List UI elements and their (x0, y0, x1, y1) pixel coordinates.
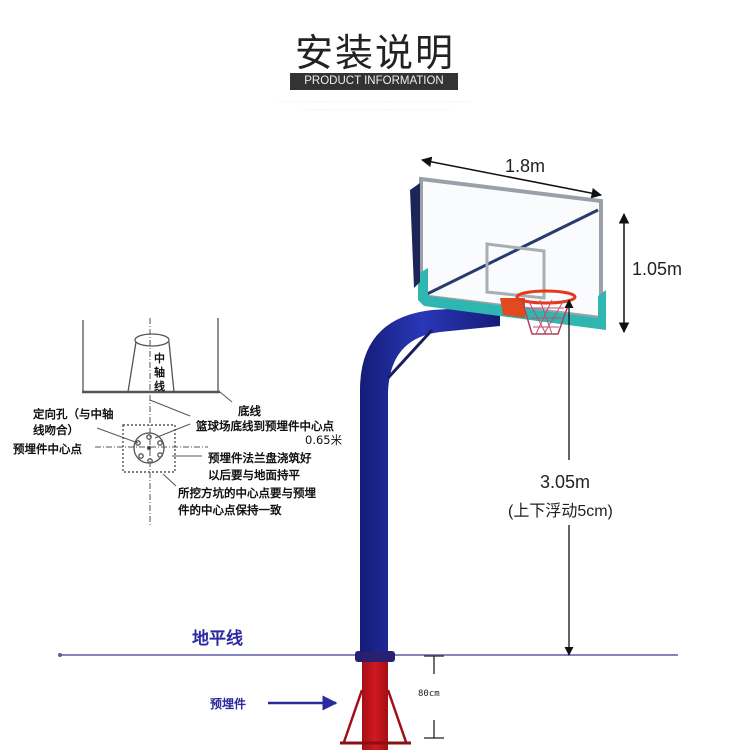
flange-note-line-2: 以后要与地面持平 (208, 468, 300, 482)
baseline-note: 底线 (238, 404, 261, 418)
rim-height-label: 3.05m (540, 472, 591, 492)
pit-note-line-1: 所挖方坑的中心点要与预埋 (178, 486, 316, 500)
fine-print-line-1: · · · · · · · · · · · · · · · · · · · · … (277, 99, 473, 105)
rim-and-net (500, 289, 577, 335)
embed-depth-label: 80cm (418, 689, 440, 699)
pole (360, 306, 500, 652)
backboard-width-label: 1.8m (505, 156, 546, 176)
fine-print-line-2: · · · · · · · · · · · · · · · · · · · · … (300, 107, 450, 113)
embed-depth-bracket (424, 655, 444, 739)
backboard-height-label: 1.05m (632, 259, 683, 279)
axis-label: 中轴线 (154, 352, 165, 393)
embedded-base (340, 651, 411, 750)
pole-brace (386, 328, 434, 380)
backboard (410, 176, 606, 330)
ground-line-label: 地平线 (192, 629, 243, 649)
page-subtitle-badge: PRODUCT INFORMATION (290, 73, 458, 90)
width-dimension-arrow (420, 156, 603, 199)
distance-note-line-2: 0.65米 (305, 433, 343, 447)
orient-hole-note-line-2: 线吻合） (33, 423, 79, 437)
center-point-note: 预埋件中心点 (13, 442, 82, 456)
flange-note-line-1: 预埋件法兰盘浇筑好 (208, 451, 312, 465)
embedded-part-label: 预埋件 (210, 697, 247, 711)
orient-hole-note-line-1: 定向孔（与中轴 (33, 407, 114, 421)
installation-detail-sketch (82, 318, 233, 525)
distance-note-line-1: 篮球场底线到预埋件中心点 (196, 419, 334, 433)
page-title: 安装说明 (294, 31, 455, 75)
rim-tolerance-label: (上下浮动5cm) (508, 503, 613, 520)
pit-note-line-2: 件的中心点保持一致 (178, 503, 282, 517)
